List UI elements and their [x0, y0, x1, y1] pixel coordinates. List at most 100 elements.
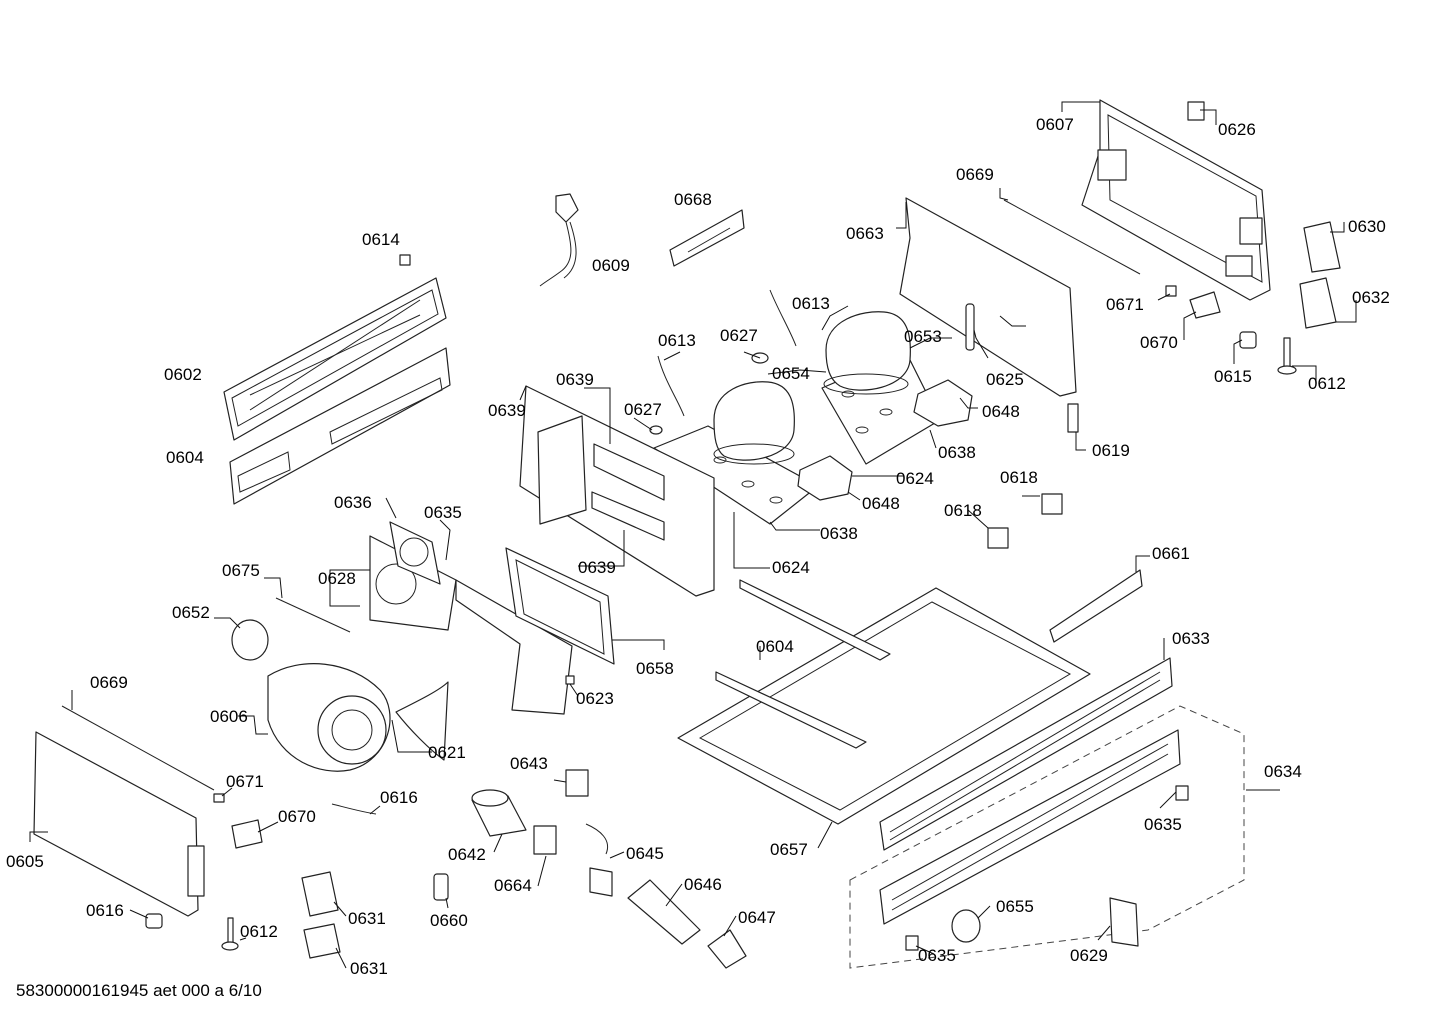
part-0615-wire: [331, 803, 377, 815]
part-0653-fitting: [951, 909, 981, 943]
part-0658-frame: [505, 547, 615, 665]
callout-0630-a: 0630: [1348, 217, 1386, 236]
part-0623-connector: [565, 675, 575, 685]
part-0634-dash-outline: [849, 705, 1245, 969]
part-0605-panel: [33, 731, 205, 917]
callout-0626: 0626: [1218, 120, 1256, 139]
part-0624-plate: [653, 425, 819, 525]
callout-0638-b: 0638: [820, 524, 858, 543]
callout-0605: 0605: [6, 852, 44, 871]
callout-0604: 0604: [756, 637, 794, 656]
callout-0621: 0621: [428, 743, 466, 762]
callout-0639-b: 0639: [578, 558, 616, 577]
part-0606-fan-housing: [267, 663, 391, 772]
callout-0627-b: 0627: [624, 400, 662, 419]
callout-0618-a: 0618: [1000, 468, 1038, 487]
callout-0602: 0602: [164, 365, 202, 384]
callout-0629: 0629: [1070, 946, 1108, 965]
callout-0603: 0604: [166, 448, 204, 467]
callout-0660: 0660: [430, 911, 468, 930]
callout-0625: 0625: [986, 370, 1024, 389]
part-0671-connector: [1165, 285, 1177, 297]
callout-0632: 0632: [1352, 288, 1390, 307]
callout-0635-a: 0635: [1144, 815, 1182, 834]
callout-0630-b: 0631: [348, 909, 386, 928]
part-0645-harness: [585, 823, 613, 897]
part-0670-sensor-lower: [231, 819, 263, 849]
part-0644-valve: [565, 769, 589, 797]
part-0657-base-tray: [677, 587, 1091, 825]
callout-0633: 0633: [1172, 629, 1210, 648]
part-0633-grille: [879, 657, 1173, 851]
callout-0606: 0606: [210, 707, 248, 726]
leader-lines: [29, 101, 1357, 969]
part-0634-grille: [879, 729, 1181, 925]
callout-0652: 0652: [172, 603, 210, 622]
callout-0647: 0647: [738, 908, 776, 927]
part-0614-fitting: [399, 254, 411, 266]
callout-0627-a: 0627: [720, 326, 758, 345]
callout-0644: 0643: [510, 754, 548, 773]
callout-0616-b: 0616: [86, 901, 124, 920]
part-0664-valve: [533, 825, 557, 855]
callout-0664: 0664: [494, 876, 532, 895]
part-0671-connector-lower: [213, 793, 225, 803]
callout-0643: 0642: [448, 845, 486, 864]
callout-0655: 0654: [772, 364, 810, 383]
callout-0618-b: 0618: [944, 501, 982, 520]
callout-labels: 0607 0626 0669 0663 0630 0632 0671 0670 …: [6, 115, 1390, 978]
part-0631-bracket: [303, 923, 341, 959]
callout-0612-a: 0612: [1308, 374, 1346, 393]
part-0604-strip: [715, 579, 891, 749]
callout-0624-b: 0624: [772, 558, 810, 577]
callout-0654: 0653: [904, 327, 942, 346]
part-0642-box: [519, 385, 715, 597]
callout-0675: 0675: [222, 561, 260, 580]
part-0660-spring: [433, 873, 449, 901]
part-0669-rod: [1003, 199, 1141, 275]
part-0647-knob: [707, 929, 747, 969]
callout-0639-a: 0639: [556, 370, 594, 389]
callout-0645: 0645: [626, 844, 664, 863]
part-0630-bracket-lower: [301, 871, 339, 917]
callout-0637: 0636: [334, 493, 372, 512]
callout-0624-a: 0624: [896, 469, 934, 488]
callout-0638-a: 0638: [938, 443, 976, 462]
part-0652-capacitor: [231, 619, 269, 661]
callout-0671-a: 0671: [1106, 295, 1144, 314]
part-0632-bracket: [1299, 277, 1337, 329]
callout-0614: 0614: [362, 230, 400, 249]
part-0669-rod-lower: [61, 705, 215, 791]
part-0670-sensor: [1189, 291, 1221, 319]
callout-0631: 0631: [350, 959, 388, 978]
part-0602-panel: [223, 277, 447, 441]
part-0630-bracket: [1303, 221, 1341, 273]
part-0618-relay: [987, 493, 1063, 549]
callout-0653: 0655: [996, 897, 1034, 916]
part-0616-clip: [1239, 331, 1257, 349]
part-0654-compressor: [823, 311, 911, 395]
callout-0607: 0607: [1036, 115, 1074, 134]
part-0635-clip: [905, 785, 1189, 951]
part-0619-connector: [1067, 403, 1079, 433]
callout-0642: 0639: [488, 401, 526, 420]
part-0627-grommet: [649, 352, 769, 435]
part-0612-foot-lower: [221, 917, 239, 951]
callout-0669-b: 0669: [90, 673, 128, 692]
callout-0657: 0657: [770, 840, 808, 859]
callout-0648-a: 0648: [982, 402, 1020, 421]
part-0629-bracket: [1109, 897, 1139, 947]
callout-0623: 0623: [576, 689, 614, 708]
callout-0613-a: 0613: [792, 294, 830, 313]
part-0661-bracket: [1049, 569, 1143, 643]
callout-0609: 0609: [592, 256, 630, 275]
part-0637-fan: [389, 521, 441, 585]
part-0675-tube: [275, 597, 351, 633]
callout-0636: 0635: [424, 503, 462, 522]
callout-0668: 0668: [674, 190, 712, 209]
part-0643-capacitor: [471, 789, 527, 837]
callout-0616-a: 0615: [1214, 367, 1252, 386]
callout-0661: 0661: [1152, 544, 1190, 563]
callout-0663: 0663: [846, 224, 884, 243]
